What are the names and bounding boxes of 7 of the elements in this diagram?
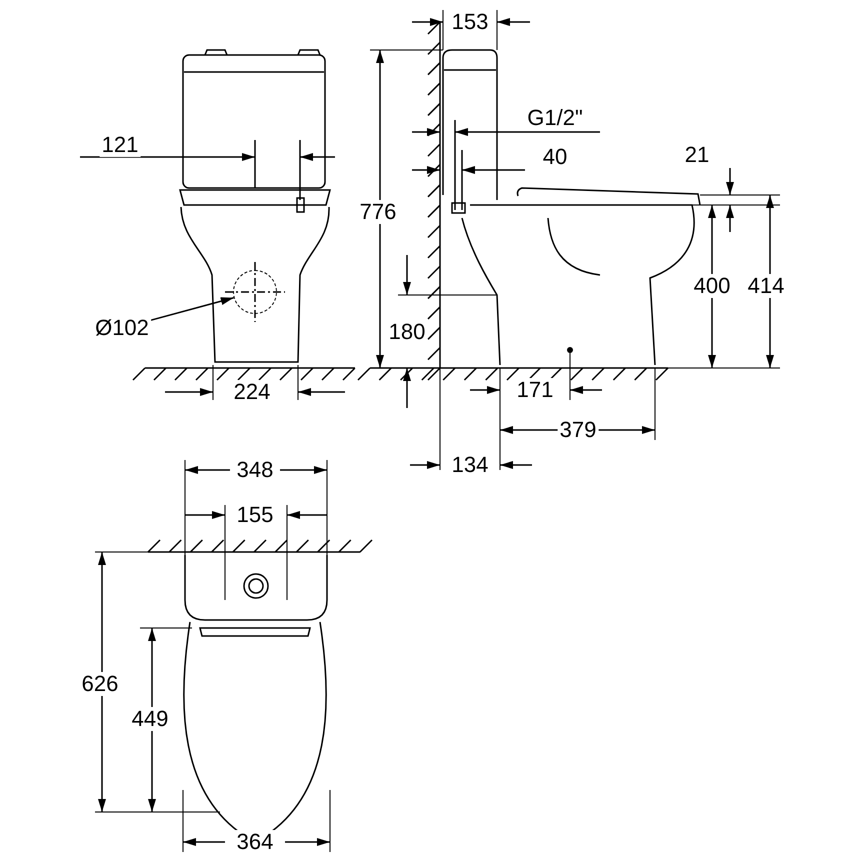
dimension-label: 449	[130, 707, 170, 731]
dimension-label: 626	[80, 672, 120, 696]
drain-outlet-circle	[233, 270, 277, 314]
leader-line	[150, 297, 234, 321]
dimension-label: 400	[692, 274, 732, 298]
dimension-label: 414	[746, 274, 786, 298]
dimension-label: 776	[358, 200, 398, 224]
